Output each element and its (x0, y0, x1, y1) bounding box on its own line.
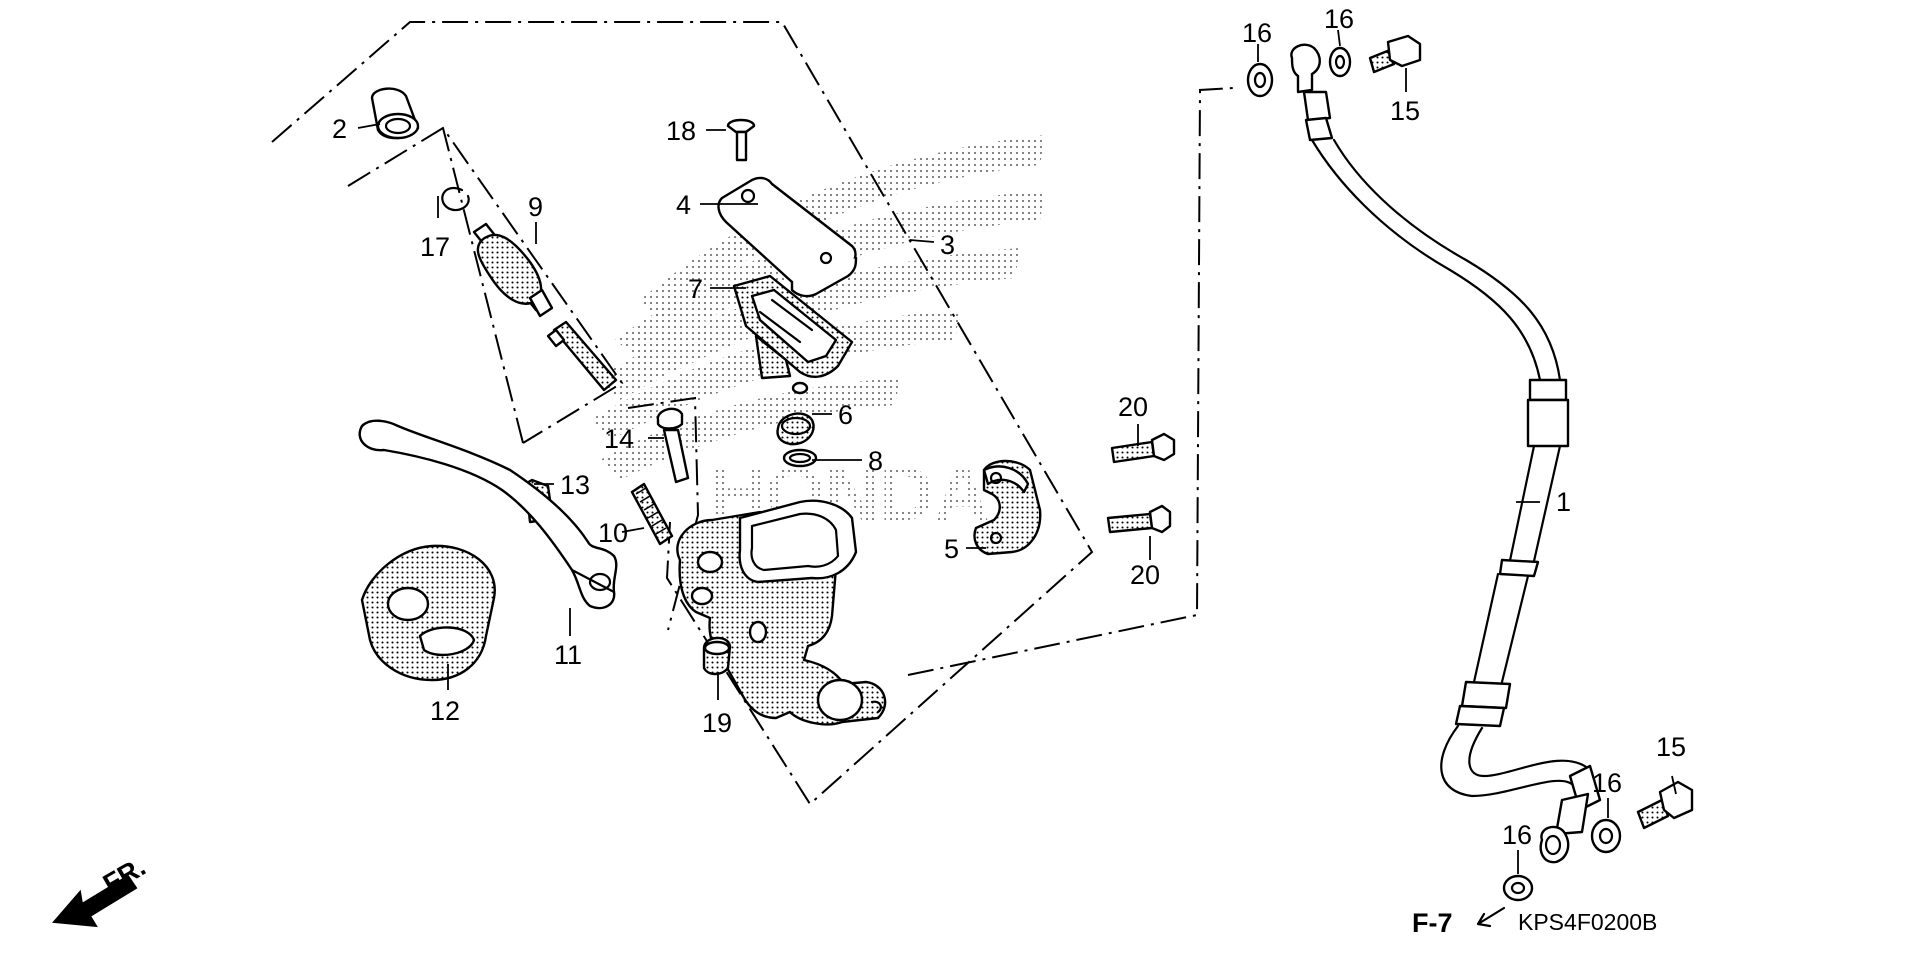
label-18: 18 (666, 116, 696, 146)
label-2: 2 (332, 114, 347, 144)
reservoir-link-line (907, 87, 1234, 676)
spring-part (630, 482, 674, 546)
label-11: 11 (554, 640, 582, 670)
bolt-part-lower (1106, 504, 1172, 534)
label-8: 8 (868, 446, 883, 476)
label-19: 19 (702, 708, 732, 738)
washer-part-top-left (1246, 62, 1274, 98)
ring-part (782, 448, 818, 468)
label-16-top-left: 16 (1242, 18, 1272, 48)
cap-part (702, 636, 732, 676)
diaphragm-plate-part (732, 274, 854, 395)
label-3: 3 (940, 230, 955, 260)
master-cylinder-body (676, 499, 887, 726)
label-6: 6 (838, 400, 853, 430)
label-14: 14 (604, 424, 634, 454)
circlip-part (441, 187, 470, 212)
banjo-bolt-part-top (1368, 34, 1422, 74)
label-16-bottom-left: 16 (1502, 820, 1532, 850)
assembly-outlines (271, 21, 1234, 806)
wing-stripe (590, 310, 960, 440)
callout-labels: 1 2 3 4 5 6 7 8 9 10 11 12 13 14 15 15 1… (332, 4, 1686, 850)
bolt-part-upper (1110, 432, 1176, 464)
label-9: 9 (528, 192, 543, 222)
label-4: 4 (676, 190, 691, 220)
label-15-bottom: 15 (1656, 732, 1686, 762)
diagram-code: KPS4F0200B (1518, 909, 1657, 935)
screw-part (726, 118, 756, 162)
ref-code: F-7 (1412, 908, 1453, 938)
label-10: 10 (598, 518, 628, 548)
banjo-bolt-part-bottom (1636, 780, 1694, 830)
label-13: 13 (560, 470, 590, 500)
holder-part (360, 544, 496, 682)
piston-set-part (472, 222, 618, 392)
ref-arrow-icon (1476, 906, 1506, 928)
wing-stripe (595, 248, 1020, 400)
lever-part (358, 419, 618, 610)
inner-body-outline (627, 396, 700, 631)
label-20-top: 20 (1118, 392, 1148, 422)
label-5: 5 (944, 534, 959, 564)
label-12: 12 (430, 696, 460, 726)
label-7: 7 (688, 274, 703, 304)
washer-part-bottom-right (1590, 818, 1622, 854)
boot-part (370, 87, 420, 140)
pivot-bolt-part (656, 407, 690, 484)
label-17: 17 (420, 232, 450, 262)
front-arrow-icon (51, 874, 138, 928)
clamp-holder-part (973, 459, 1042, 556)
front-direction-marker: FR. (51, 851, 151, 928)
washer-part-bottom-left (1502, 874, 1534, 902)
master-cylinder-group-outline (271, 21, 1094, 806)
label-16-top-right: 16 (1324, 4, 1354, 34)
diaphragm-part (776, 412, 815, 446)
washer-part-top-right (1328, 46, 1352, 78)
wing-stripe (615, 190, 1045, 360)
label-15-top: 15 (1390, 96, 1420, 126)
label-20-bottom: 20 (1130, 560, 1160, 590)
brake-hose-part (1290, 43, 1602, 864)
leader-lines (357, 29, 1677, 874)
piston-kit-box (442, 127, 524, 444)
label-16-bottom-right: 16 (1592, 768, 1622, 798)
reservoir-cap-part (717, 176, 858, 298)
label-1: 1 (1556, 487, 1571, 517)
reference-marker: F-7 (1412, 906, 1506, 938)
wing-stripe (640, 135, 1045, 320)
piston-kit-outline (347, 126, 624, 444)
